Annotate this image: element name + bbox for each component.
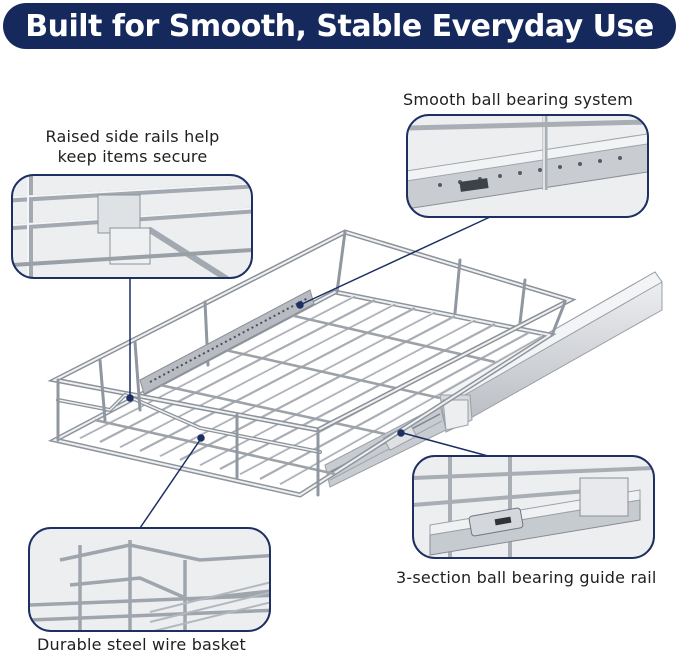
- title-banner: Built for Smooth, Stable Everyday Use: [3, 3, 676, 49]
- leader-line-guide: [402, 432, 489, 457]
- cross-wires: [94, 313, 496, 476]
- callout-rails-line2: keep items secure: [57, 147, 208, 166]
- upper-rim: [47, 229, 577, 454]
- slide-rail: [324, 271, 663, 488]
- callout-basket-label: Durable steel wire basket: [37, 635, 246, 654]
- callout-rails-line1: Raised side rails help: [45, 127, 220, 146]
- callout-bearing-image: [406, 114, 649, 218]
- leader-line-basket: [139, 439, 201, 529]
- callout-basket-image: [28, 527, 271, 632]
- callout-bearing-label: Smooth ball bearing system: [403, 90, 634, 109]
- banner-title: Built for Smooth, Stable Everyday Use: [25, 8, 654, 44]
- leader-lines: [126, 216, 491, 529]
- callout-rails-image: [11, 174, 253, 279]
- callout-guide-label: 3-section ball bearing guide rail: [396, 568, 657, 587]
- callout-rails-label: Raised side rails help keep items secure: [30, 127, 235, 167]
- leader-line-bearing: [301, 216, 491, 305]
- inner-slide: [139, 289, 315, 395]
- pull-out-basket: [47, 229, 663, 498]
- callout-guide-image: [412, 455, 655, 559]
